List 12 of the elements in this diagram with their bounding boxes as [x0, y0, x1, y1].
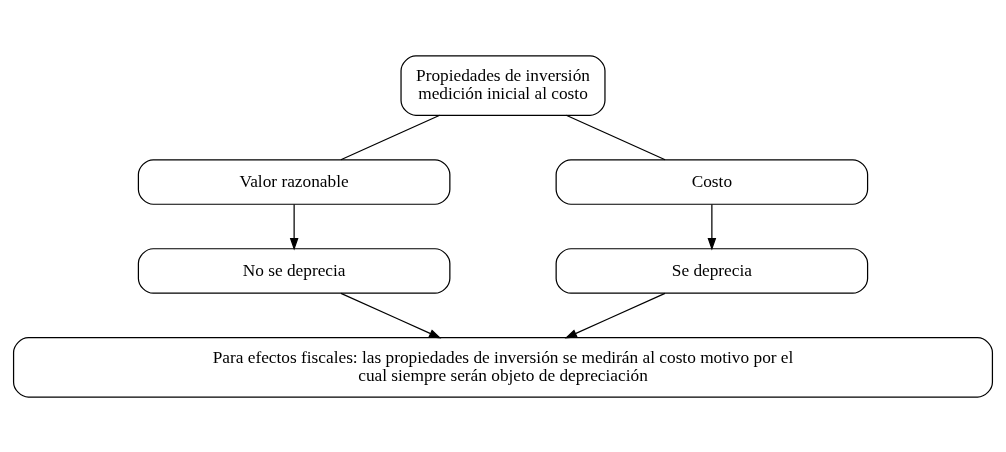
node-box: Para efectos fiscales: las propiedades de inversión se medirán al costo motivo por el cual siempre serán objeto de depreciación [12, 336, 994, 398]
node-box: Se deprecia [555, 247, 869, 294]
arrow [564, 292, 666, 338]
arrow [289, 203, 299, 250]
arrow [707, 203, 717, 250]
arrow [340, 292, 442, 338]
node-box: Propiedades de inversión medición inicial al costo [400, 54, 606, 116]
connector [565, 114, 666, 160]
node-box: Valor razonable [137, 158, 451, 205]
connector [340, 114, 441, 160]
node-box: No se deprecia [137, 247, 451, 294]
node-box: Costo [555, 158, 869, 205]
